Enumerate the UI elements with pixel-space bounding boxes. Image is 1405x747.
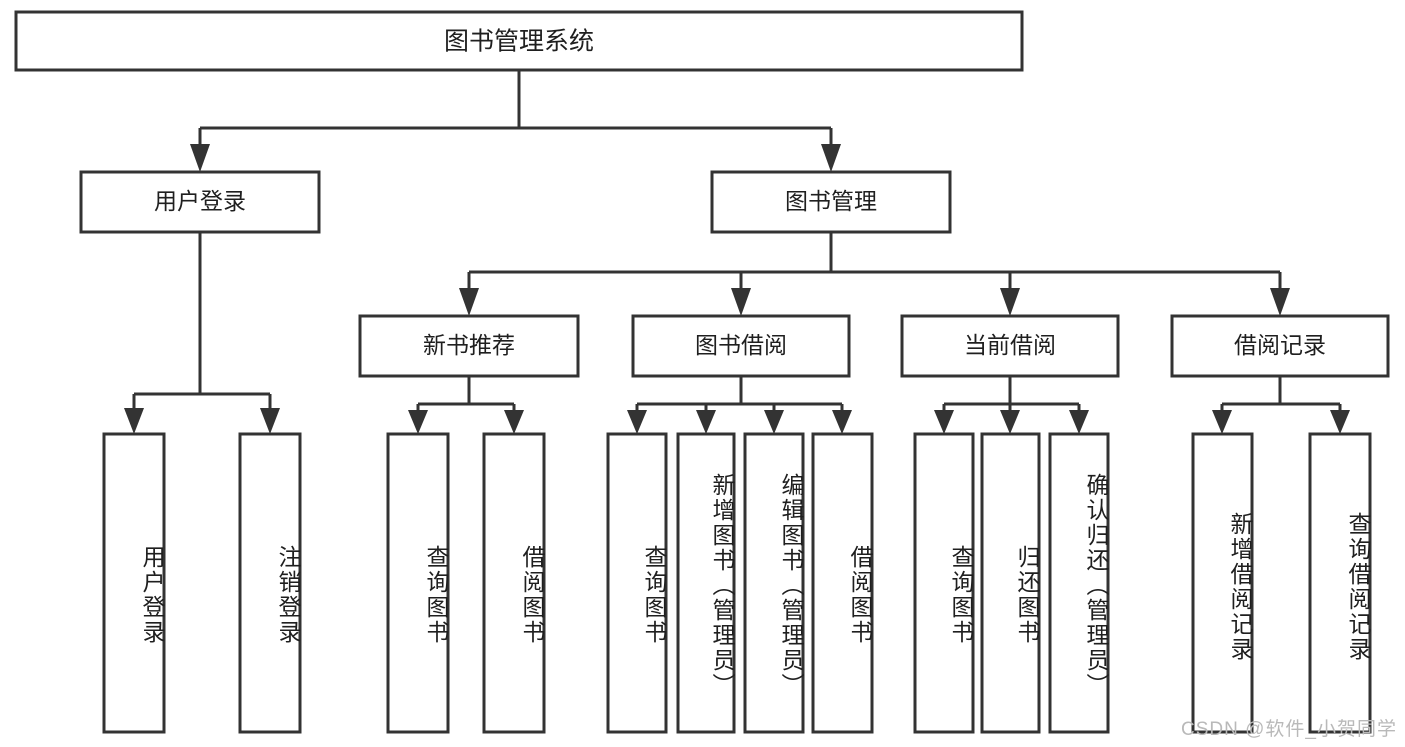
node-root[interactable]: 图书管理系统: [14, 10, 1024, 72]
arrow-head-current-leaf-1: [934, 410, 954, 434]
arrow-head-book-borrow: [731, 288, 751, 316]
node-new-book-recommend[interactable]: 新书推荐: [358, 314, 580, 378]
arrow-head-new-book-rec: [459, 288, 479, 316]
arrow-head-login-leaf-2: [260, 408, 280, 434]
leaf-box-borrow-book[interactable]: [811, 432, 874, 734]
node-root-box[interactable]: [14, 10, 1024, 72]
arrow-head-current-borrow: [1000, 288, 1020, 316]
arrow-head-record-leaf-1: [1212, 410, 1232, 434]
leaf-box-edit-book-admin[interactable]: [743, 432, 805, 734]
leaf-box-user-login[interactable]: [102, 432, 166, 734]
arrow-head-borrow-leaf-1: [627, 410, 647, 434]
node-new-book-recommend-box[interactable]: [358, 314, 580, 378]
node-borrow-record-box[interactable]: [1170, 314, 1390, 378]
node-user-login-label: 用户登录: [154, 188, 246, 214]
node-current-borrow[interactable]: 当前借阅: [900, 314, 1120, 378]
csdn-watermark: CSDN @软件_小贺同学: [1181, 719, 1397, 740]
node-current-borrow-box[interactable]: [900, 314, 1120, 378]
node-book-borrow-box[interactable]: [631, 314, 851, 378]
node-root-label: 图书管理系统: [444, 28, 594, 56]
leaf-box-layer[interactable]: [102, 432, 1372, 734]
arrow-head-borrow-leaf-4: [832, 410, 852, 434]
leaf-box-add-book-admin[interactable]: [676, 432, 736, 734]
leaf-box-query-books-rec[interactable]: [386, 432, 450, 734]
leaf-box-borrow-books-rec[interactable]: [482, 432, 546, 734]
node-book-borrow[interactable]: 图书借阅: [631, 314, 851, 378]
node-book-management-label: 图书管理: [785, 188, 877, 214]
leaf-box-query-books-borrow[interactable]: [606, 432, 668, 734]
arrow-head-rec-leaf-1: [408, 410, 428, 434]
node-user-login[interactable]: 用户登录: [79, 170, 321, 234]
arrow-head-borrow-leaf-3: [764, 410, 784, 434]
arrow-head-record-leaf-2: [1330, 410, 1350, 434]
leaf-box-logout[interactable]: [238, 432, 302, 734]
node-borrow-record[interactable]: 借阅记录: [1170, 314, 1390, 378]
leaf-box-query-books-current[interactable]: [913, 432, 975, 734]
node-new-book-recommend-label: 新书推荐: [423, 332, 515, 358]
node-user-login-box[interactable]: [79, 170, 321, 234]
leaf-box-query-borrow-record[interactable]: [1308, 432, 1372, 734]
connector-layer: [124, 70, 1350, 434]
node-book-management[interactable]: 图书管理: [710, 170, 952, 234]
arrow-head-rec-leaf-2: [504, 410, 524, 434]
arrow-head-current-leaf-2: [1000, 410, 1020, 434]
arrow-head-to-book-manage: [821, 144, 841, 172]
arrow-head-borrow-record: [1270, 288, 1290, 316]
arrow-head-to-user-login: [190, 144, 210, 172]
leaf-box-confirm-return-admin[interactable]: [1048, 432, 1110, 734]
arrow-head-borrow-leaf-2: [696, 410, 716, 434]
node-book-management-box[interactable]: [710, 170, 952, 234]
node-current-borrow-label: 当前借阅: [964, 332, 1056, 358]
leaf-box-add-borrow-record[interactable]: [1191, 432, 1254, 734]
arrow-head-current-leaf-3: [1069, 410, 1089, 434]
arrow-head-login-leaf-1: [124, 408, 144, 434]
node-book-borrow-label: 图书借阅: [695, 332, 787, 358]
node-borrow-record-label: 借阅记录: [1234, 332, 1326, 358]
leaf-box-return-book[interactable]: [980, 432, 1041, 734]
